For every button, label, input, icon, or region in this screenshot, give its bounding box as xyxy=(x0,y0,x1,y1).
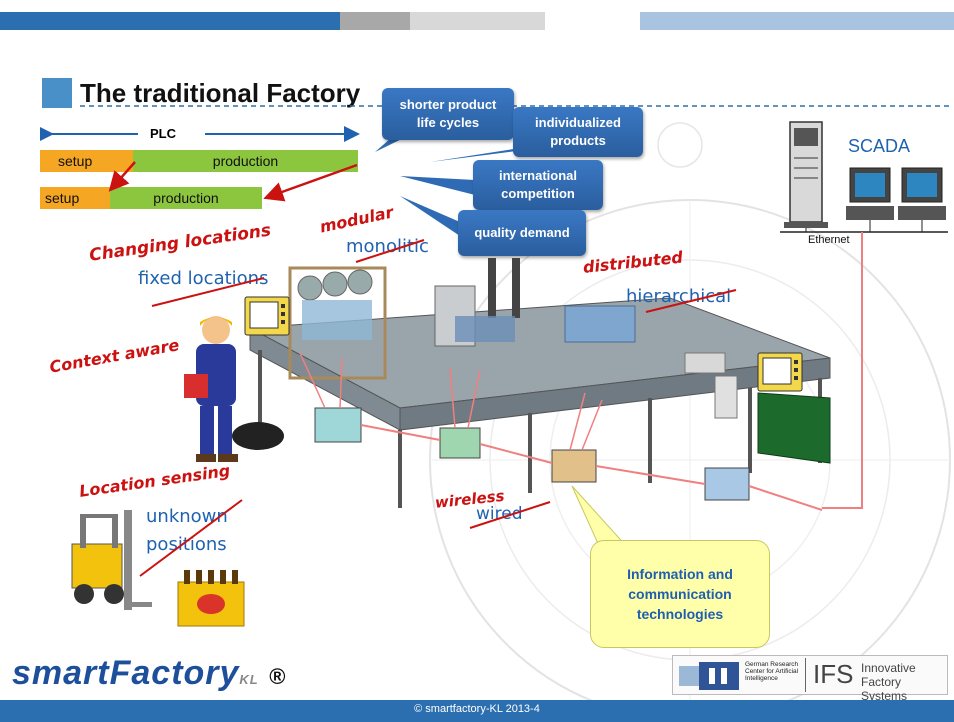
dfki-ifs-logo: German Research Center for Artificial In… xyxy=(672,655,948,702)
text-unknown: unknown xyxy=(146,506,228,527)
logo-kl-text: KL xyxy=(239,672,259,687)
info-box-text: Information and communication technologi… xyxy=(627,565,733,623)
footer-copyright: © smartfactory-KL 2013-4 xyxy=(414,703,540,715)
hmi-terminal-2 xyxy=(757,352,803,392)
text-positions: positions xyxy=(146,534,227,555)
slide-title: The traditional Factory xyxy=(80,78,361,108)
top-decor-bar-lightgray xyxy=(410,12,545,30)
scada-computers xyxy=(780,121,948,233)
production-bar-1: production xyxy=(133,150,358,172)
production-bar-2: production xyxy=(110,187,262,209)
title-bullet xyxy=(42,78,72,108)
text-fixed-locations: fixed locations xyxy=(138,268,269,289)
ifs-text: Innovative Factory Systems xyxy=(861,661,947,703)
ethernet-label: Ethernet xyxy=(808,234,850,246)
ifs-text-line1: Innovative xyxy=(861,661,916,675)
callout-quality: quality demand xyxy=(458,210,586,256)
plc-arrow xyxy=(40,126,360,142)
top-decor-bar-blue xyxy=(0,12,340,30)
top-decor-bar-gray xyxy=(340,12,410,30)
dfki-text: German Research Center for Artificial In… xyxy=(745,661,799,683)
callout-life-cycles: shorter product life cycles xyxy=(382,88,514,140)
text-monolitic: monolitic xyxy=(346,236,429,257)
beer-crate xyxy=(177,570,245,627)
hmi-terminal-1 xyxy=(244,296,290,336)
dfki-logo-mark xyxy=(679,662,739,690)
callout-individualized: individualized products xyxy=(513,107,643,157)
logo-divider xyxy=(805,658,806,692)
ifs-abbr: IFS xyxy=(813,659,854,689)
logo-registered: ® xyxy=(269,664,287,689)
worker-figure xyxy=(184,316,284,462)
forklift xyxy=(71,510,152,610)
info-box-ict: Information and communication technologi… xyxy=(590,540,770,648)
title-underline xyxy=(80,105,950,107)
production-line-illustration xyxy=(248,258,831,511)
smartfactory-logo: smartFactoryKL ® xyxy=(12,654,286,693)
top-decor-bar-lightblue xyxy=(640,12,954,30)
setup-bar-2: setup xyxy=(40,187,110,209)
logo-smart-text: smartFactory xyxy=(12,654,240,692)
scada-label: SCADA xyxy=(848,136,911,156)
footer-bar: © smartfactory-KL 2013-4 xyxy=(0,700,954,722)
ifs-text-line2: Factory Systems xyxy=(861,674,908,703)
callout-competition: international competition xyxy=(473,160,603,210)
text-wired: wired xyxy=(476,504,523,524)
plc-label: PLC xyxy=(150,126,176,141)
text-hierarchical: hierarchical xyxy=(626,286,732,307)
setup-bar-1: setup xyxy=(40,150,133,172)
